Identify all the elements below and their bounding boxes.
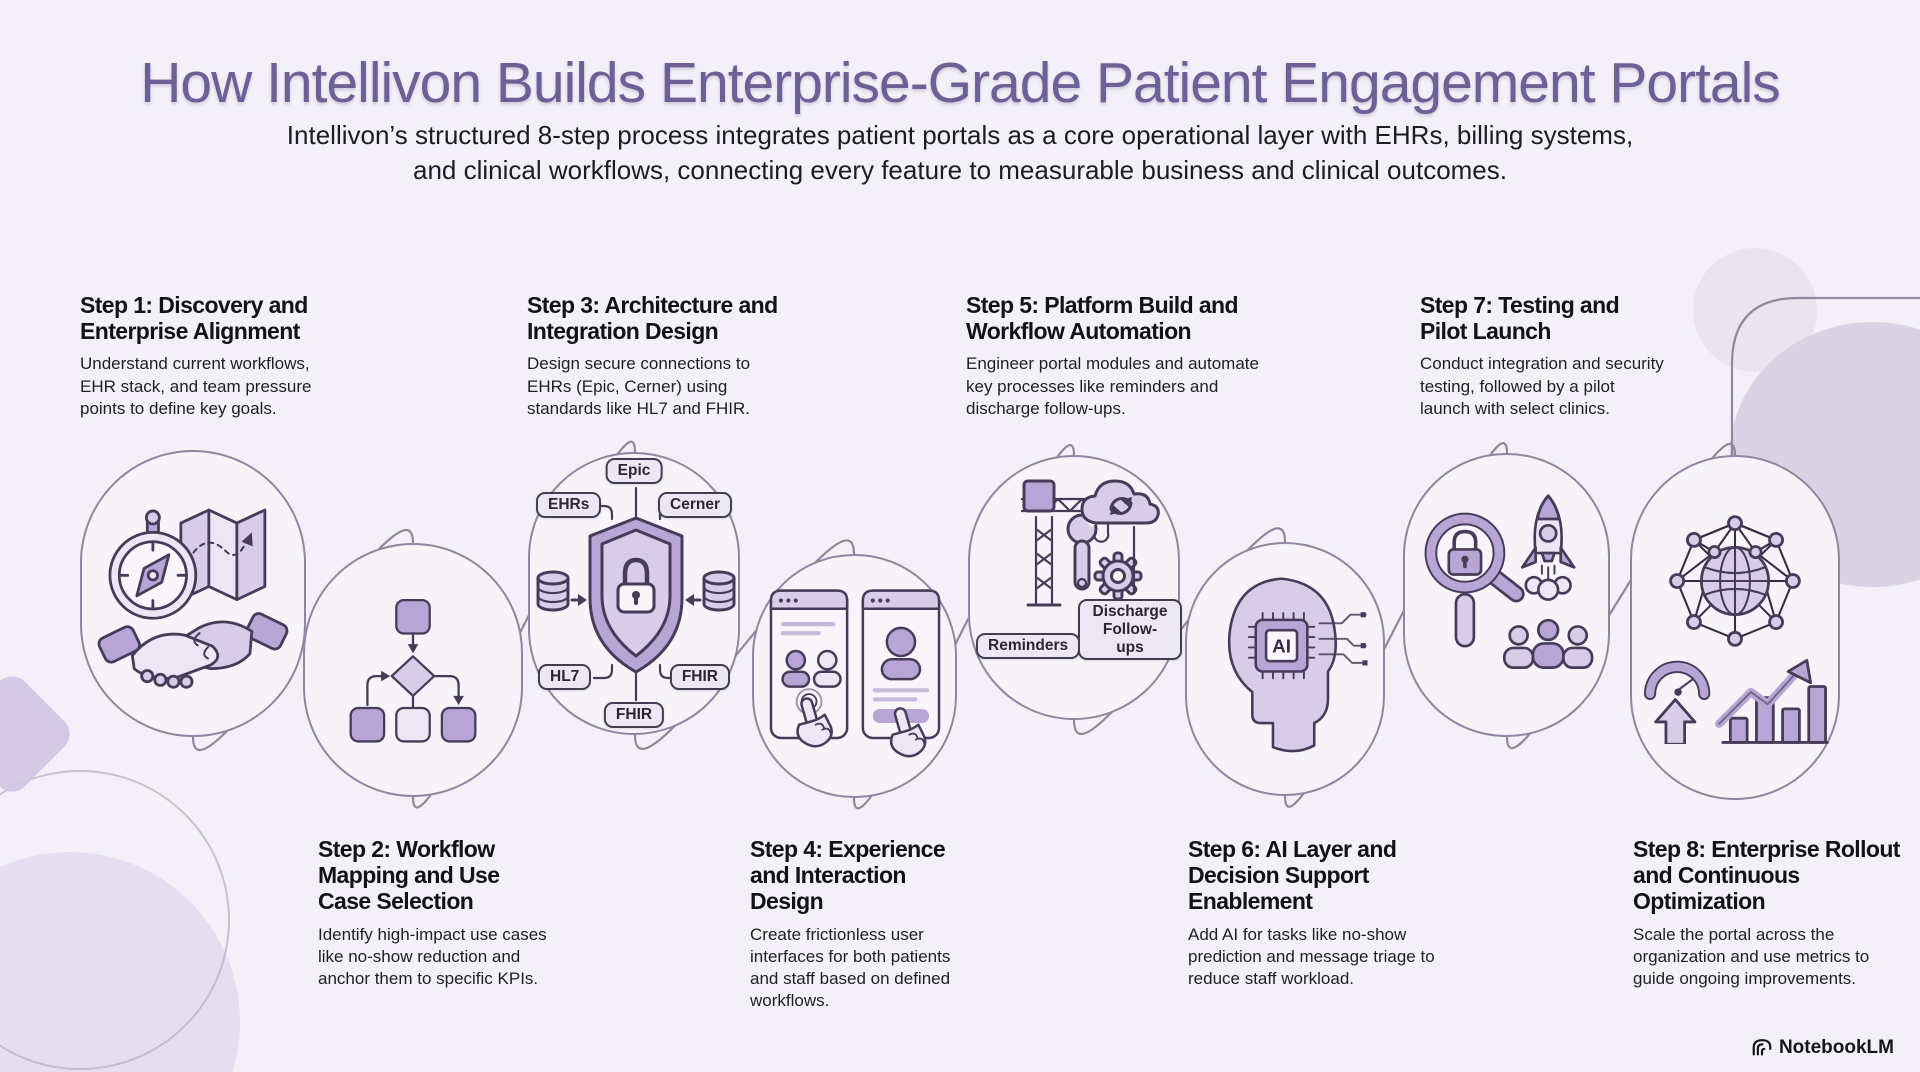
step-6-title: Step 6: AI Layer and Decision Support En… — [1188, 836, 1397, 915]
flowchart-icon — [349, 598, 477, 743]
step-1-text-block: Step 1: Discovery and Enterprise Alignme… — [80, 292, 342, 420]
compass-map-handshake-icon — [97, 508, 289, 689]
step-4-text-block: Step 4: Experience and Interaction Desig… — [750, 836, 982, 1012]
automation-chip-discharge: Discharge Follow-ups — [1078, 599, 1182, 661]
step-2-title: Step 2: Workflow Mapping and Use Case Se… — [318, 836, 500, 915]
step-5-title: Step 5: Platform Build and Workflow Auto… — [966, 292, 1239, 345]
step-3-capsule: Epic EHRs Cerner HL7 FHIR FHIR — [528, 452, 740, 735]
step-6-text-block: Step 6: AI Layer and Decision Support En… — [1188, 836, 1440, 990]
step-1-title: Step 1: Discovery and Enterprise Alignme… — [80, 292, 308, 345]
step-3-description: Design secure connections to EHRs (Epic,… — [527, 354, 751, 418]
page-title: How Intellivon Builds Enterprise-Grade P… — [140, 51, 1781, 115]
step-3-title: Step 3: Architecture and Integration Des… — [527, 292, 778, 345]
trend-arrowhead — [1786, 658, 1812, 684]
step-2-description: Identify high-impact use cases like no-s… — [318, 924, 547, 988]
subtitle-line-1: Intellivon’s structured 8-step process i… — [286, 120, 1634, 150]
step-1-capsule — [80, 450, 306, 737]
integration-chip-hl7: HL7 — [538, 664, 592, 690]
crane-gear-cloud-icon — [1020, 479, 1160, 607]
step-7-capsule — [1403, 453, 1610, 737]
watermark-brand: NotebookLM — [1778, 1037, 1894, 1058]
step-7-text-block: Step 7: Testing and Pilot Launch Conduct… — [1420, 292, 1668, 420]
step-6-capsule: AI — [1185, 542, 1385, 796]
magnifier-lock-rocket-team-icon — [1424, 494, 1593, 670]
integration-chip-ehrs: EHRs — [536, 492, 602, 518]
gauge-icon — [1644, 660, 1711, 700]
step-8-capsule — [1630, 455, 1840, 800]
step-4-title: Step 4: Experience and Interaction Desig… — [750, 836, 946, 915]
step-7-title: Step 7: Testing and Pilot Launch — [1420, 292, 1620, 345]
notebooklm-logo-icon — [1752, 1039, 1772, 1056]
integration-chip-fhir-right: FHIR — [669, 664, 730, 690]
step-6-description: Add AI for tasks like no-show prediction… — [1188, 924, 1435, 988]
tap-hand-icon — [795, 696, 833, 748]
integration-chip-cerner: Cerner — [658, 492, 732, 518]
step-4-description: Create frictionless user interfaces for … — [750, 924, 951, 1010]
head-ai-chip-icon: AI — [1227, 577, 1368, 753]
step-3-text-block: Step 3: Architecture and Integration Des… — [527, 292, 799, 420]
step-8-title: Step 8: Enterprise Rollout and Continuou… — [1633, 836, 1900, 915]
step-1-description: Understand current workflows, EHR stack,… — [80, 354, 312, 418]
network-globe-growth-icon — [1644, 515, 1829, 745]
automation-chip-reminders: Reminders — [976, 633, 1081, 659]
step-4-capsule — [752, 554, 957, 798]
ai-chip-label: AI — [1272, 637, 1291, 658]
watermark: NotebookLM — [1751, 1037, 1894, 1059]
step-5-capsule: Reminders Discharge Follow-ups — [968, 455, 1182, 720]
database-left-icon — [536, 570, 570, 612]
step-8-text-block: Step 8: Enterprise Rollout and Continuou… — [1633, 836, 1907, 990]
cloud-icon — [1080, 479, 1160, 525]
integration-chip-fhir-bottom: FHIR — [603, 702, 665, 728]
integration-chip-epic: Epic — [605, 458, 663, 484]
subtitle-line-2: and clinical workflows, connecting every… — [412, 155, 1507, 185]
step-8-description: Scale the portal across the organization… — [1633, 924, 1870, 988]
page-subtitle: Intellivon’s structured 8-step process i… — [0, 118, 1920, 188]
step-7-description: Conduct integration and security testing… — [1420, 354, 1664, 418]
step-2-text-block: Step 2: Workflow Mapping and Use Case Se… — [318, 836, 548, 990]
step-5-text-block: Step 5: Platform Build and Workflow Auto… — [966, 292, 1261, 420]
ui-screens-touch-icon — [769, 589, 940, 758]
step-2-capsule — [303, 543, 523, 797]
up-arrow-icon — [1654, 697, 1697, 745]
network-nodes — [1669, 515, 1801, 647]
tap-hand-icon — [889, 706, 926, 758]
database-right-icon — [702, 570, 736, 612]
shield-lock-icon — [536, 486, 736, 702]
step-5-description: Engineer portal modules and automate key… — [966, 354, 1259, 418]
